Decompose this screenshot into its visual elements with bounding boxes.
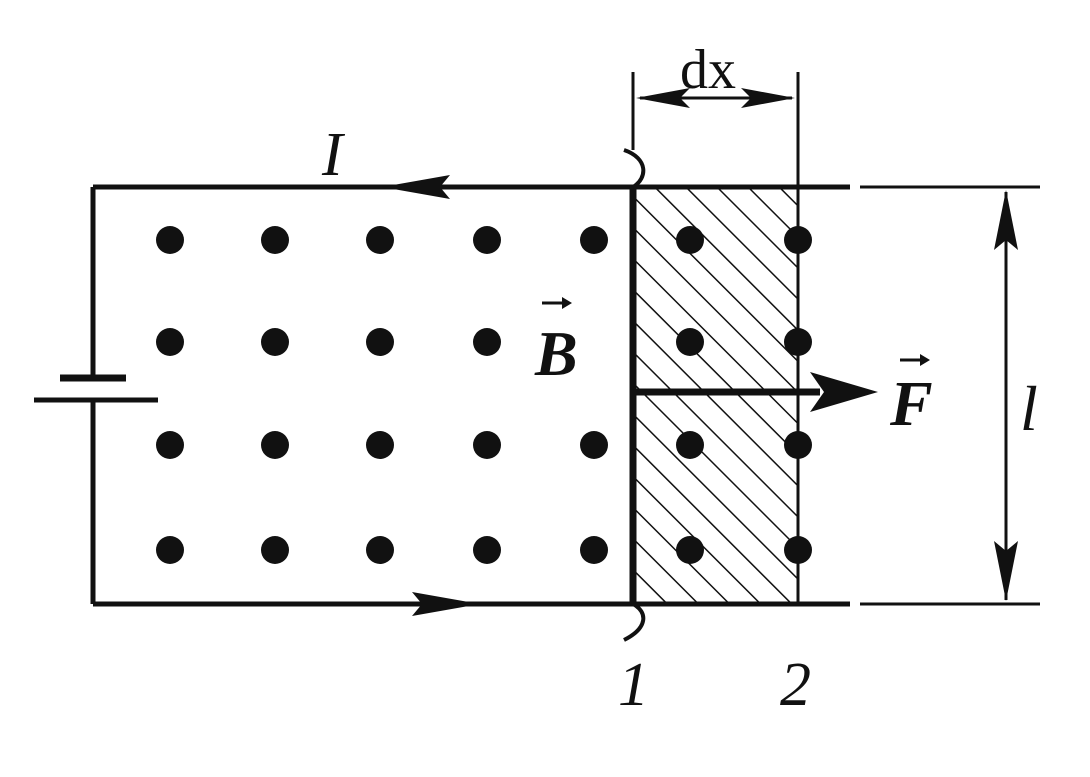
field-dot [156,328,184,356]
rod-bottom-hook [623,602,646,642]
field-dot [473,328,501,356]
field-dot [366,226,394,254]
field-dot [676,431,704,459]
battery-icon [34,374,158,403]
field-dot [784,328,812,356]
length-label: l [1020,373,1038,444]
position-2-label: 2 [780,651,811,719]
current-arrow-top-icon [382,175,450,199]
field-dot [580,226,608,254]
dx-arrow-right-icon [741,88,795,108]
rod-top-hook [623,148,646,189]
vector-marks [542,297,930,366]
field-label: B [534,318,578,389]
length-dimension [860,185,1040,606]
field-dot [261,328,289,356]
field-dot [676,536,704,564]
field-dot [261,431,289,459]
force-label: F [889,368,933,439]
field-dot [366,431,394,459]
field-dot [156,226,184,254]
dx-label: dx [680,39,736,101]
field-dot [473,431,501,459]
current-label-top: I [321,121,346,189]
length-arrow-down-icon [994,541,1018,601]
field-dot [366,536,394,564]
dx-arrow-left-icon [636,88,690,108]
field-dot [784,536,812,564]
field-dot [784,431,812,459]
force-arrow [633,372,878,412]
force-arrowhead-icon [810,372,878,412]
field-dot [784,226,812,254]
length-arrow-up-icon [994,190,1018,250]
field-dot [473,536,501,564]
current-arrow-bottom-icon [412,592,480,616]
field-dot [261,226,289,254]
field-dot [261,536,289,564]
field-dot [156,536,184,564]
field-dot [580,536,608,564]
field-dot [156,431,184,459]
field-dot [676,226,704,254]
field-dots [156,226,812,564]
field-dot [366,328,394,356]
position-1-label: 1 [618,651,649,719]
field-dot [676,328,704,356]
field-dot [473,226,501,254]
field-dot [580,431,608,459]
